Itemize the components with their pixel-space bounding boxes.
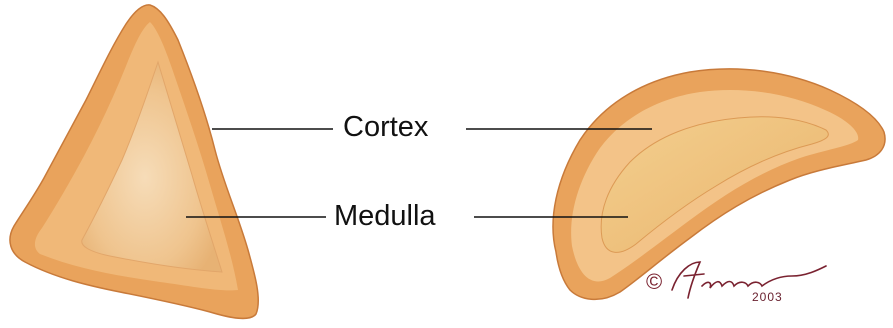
artist-signature-graphic bbox=[671, 261, 827, 299]
right-gland-section bbox=[552, 68, 886, 301]
right-gland-medulla bbox=[600, 116, 829, 253]
cortex-label: Cortex bbox=[343, 111, 429, 143]
left-gland-section bbox=[9, 4, 259, 320]
left-gland-medulla bbox=[81, 60, 223, 273]
copyright-symbol: © bbox=[646, 269, 663, 294]
signature-year: 2003 bbox=[752, 290, 783, 304]
medulla-label: Medulla bbox=[334, 200, 436, 232]
